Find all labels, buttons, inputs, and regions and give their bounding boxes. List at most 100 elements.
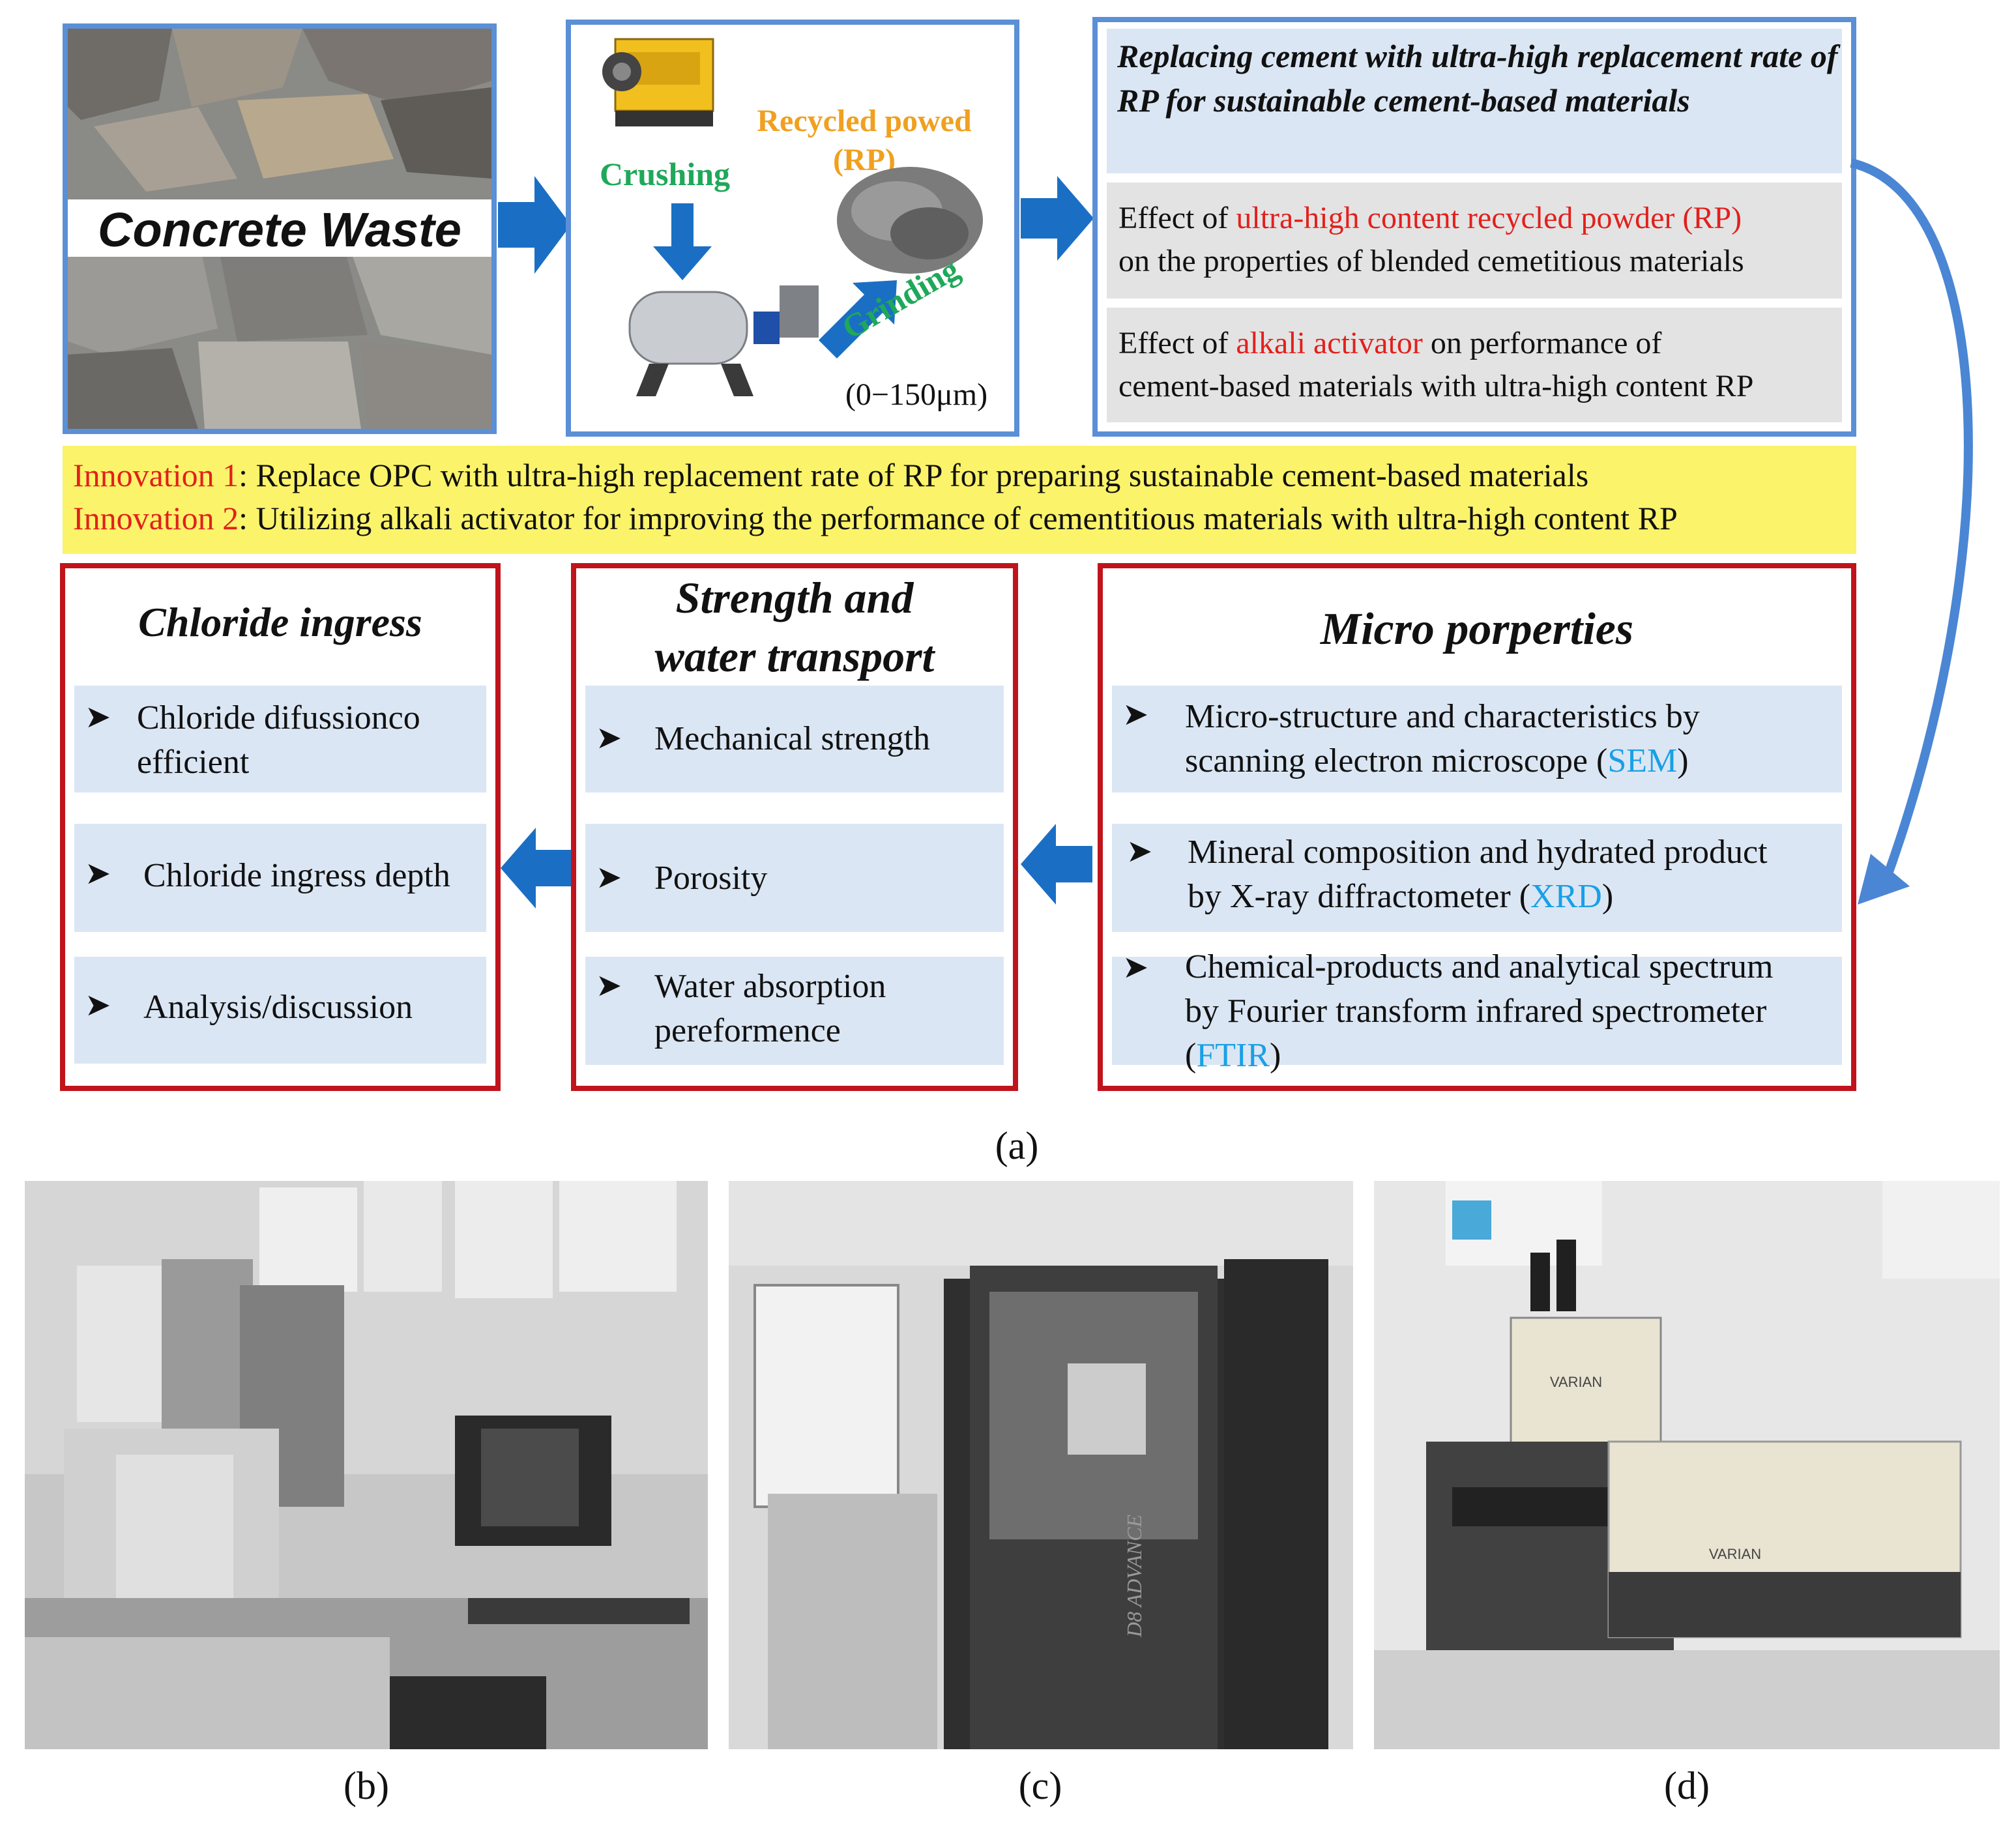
bullet-icon: ➤ [596, 968, 622, 1003]
strength-item-3-line2: pereformence [654, 1012, 841, 1049]
chloride-band-1 [74, 686, 486, 792]
micro-item-3-close: ) [1270, 1037, 1281, 1074]
chloride-item-1-line1: Chloride difussionco [137, 699, 420, 736]
arrow-left-icon [1021, 824, 1092, 905]
concrete-waste-box: Concrete Waste [63, 23, 497, 434]
sem-photo-image [25, 1181, 708, 1749]
strength-box: Strength and water transport ➤ Mechanica… [571, 563, 1018, 1091]
concrete-waste-label-bg [68, 199, 491, 257]
sem-photo [25, 1181, 708, 1749]
innovation-banner [63, 446, 1856, 554]
arrow-right-icon [1021, 176, 1094, 261]
curved-arrow-icon [1850, 158, 1973, 905]
effect-rp-highlight: ultra-high content recycled powder (RP) [1236, 201, 1742, 235]
micro-item-3-open: ( [1185, 1037, 1197, 1074]
effect-rp-prefix: Effect of [1118, 201, 1236, 235]
strength-item-1: Mechanical strength [654, 720, 931, 757]
process-box: Recycled powed (RP) Crushing Grinding (0… [566, 20, 1019, 437]
strength-band-2 [585, 824, 1004, 932]
bullet-icon: ➤ [1122, 697, 1149, 732]
varian-logo-1: VARIAN [1549, 1374, 1603, 1390]
concrete-waste-label: Concrete Waste [98, 203, 461, 257]
objective-title: Replacing cement with ultra-high replace… [1117, 38, 1838, 119]
bullet-icon: ➤ [1126, 834, 1153, 869]
micro-title: Micro porperties [1320, 604, 1634, 654]
micro-item-1: Micro-structure and characteristics by s… [1185, 695, 1700, 783]
caption-d: (d) [1664, 1764, 1710, 1807]
arrow-up-right-icon [819, 280, 897, 358]
micro-band-3 [1112, 957, 1842, 1065]
xrd-photo-image [729, 1181, 1353, 1749]
strength-item-3-line1: Water absorption [654, 968, 886, 1005]
bullet-icon: ➤ [1122, 950, 1149, 985]
chloride-band-2 [74, 824, 486, 932]
effect-rp-text: Effect of ultra-high content recycled po… [1118, 197, 1842, 283]
innovation-2-label: Innovation 2 [73, 500, 239, 536]
chloride-item-1-line2: efficient [137, 744, 250, 781]
micro-item-3-line1: Chemical-products and analytical spectru… [1185, 948, 1774, 985]
chloride-title: Chloride ingress [138, 599, 422, 645]
micro-item-2-close: ) [1601, 878, 1614, 915]
micro-item-2-line2: by X-ray diffractometer ( [1188, 878, 1531, 915]
effect-alkali-band [1107, 308, 1842, 422]
crushing-label: Crushing [599, 156, 731, 192]
caption-c: (c) [1018, 1764, 1062, 1807]
arrow-right-icon [498, 176, 571, 274]
bullet-icon: ➤ [596, 721, 622, 755]
strength-title-line1: Strength and [675, 573, 914, 622]
micro-item-3-abbr: FTIR [1196, 1037, 1270, 1074]
chloride-box: Chloride ingress ➤ Chloride difussionco … [60, 563, 501, 1091]
strength-item-3: Water absorption pereformence [654, 965, 886, 1053]
bullet-icon: ➤ [85, 988, 111, 1023]
ftir-photo-image [1374, 1181, 2000, 1749]
ftir-photo: VARIAN VARIAN [1374, 1181, 2000, 1749]
strength-item-2: Porosity [654, 860, 768, 897]
jaw-crusher-image [602, 38, 714, 126]
recycled-powder-image [837, 167, 983, 274]
ball-mill-image [628, 285, 819, 396]
strength-title-line2: water transport [654, 632, 935, 681]
xrd-model-label: D8 ADVANCE [1122, 1514, 1146, 1637]
innovation-1-text: : Replace OPC with ultra-high replacemen… [239, 457, 1589, 493]
innovation-2: Innovation 2: Utilizing alkali activator… [73, 495, 1852, 541]
micro-item-1-close: ) [1677, 742, 1689, 779]
micro-band-1 [1112, 686, 1842, 792]
strength-title: Strength and water transport [576, 568, 1013, 686]
arrow-left-icon [501, 828, 572, 909]
concrete-waste-photo [68, 29, 491, 429]
bullet-icon: ➤ [85, 856, 111, 891]
micro-box: Micro porperties ➤ Micro-structure and c… [1098, 563, 1856, 1091]
innovation-2-text: : Utilizing alkali activator for improvi… [239, 500, 1678, 536]
effect-alkali-text: Effect of alkali activator on performanc… [1118, 322, 1842, 408]
chloride-item-1: Chloride difussionco efficient [137, 696, 420, 785]
caption-a: (a) [995, 1124, 1039, 1167]
objective-title-band [1107, 29, 1842, 173]
chloride-item-3: Analysis/discussion [143, 989, 413, 1026]
recycled-powder-line1: Recycled powed [757, 104, 972, 138]
micro-item-3: Chemical-products and analytical spectru… [1185, 945, 1773, 1078]
xrd-photo: D8 ADVANCE [729, 1181, 1353, 1749]
bullet-icon: ➤ [85, 700, 111, 734]
arrow-down-icon [653, 203, 712, 280]
varian-logo-2: VARIAN [1708, 1546, 1762, 1562]
effect-alkali-highlight: alkali activator [1236, 326, 1423, 360]
micro-item-1-abbr: SEM [1607, 742, 1678, 779]
innovation-1-label: Innovation 1 [73, 457, 239, 493]
micro-item-1-line1: Micro-structure and characteristics by [1185, 698, 1700, 735]
strength-band-1 [585, 686, 1004, 792]
effect-alkali-suffix2: cement-based materials with ultra-high c… [1118, 369, 1754, 403]
caption-b: (b) [343, 1764, 389, 1807]
micro-item-3-line2: by Fourier transform infrared spectromet… [1185, 993, 1767, 1030]
chloride-item-2: Chloride ingress depth [143, 857, 450, 894]
objective-box: Replacing cement with ultra-high replace… [1092, 17, 1856, 437]
effect-rp-suffix: on the properties of blended cemetitious… [1118, 244, 1744, 278]
micro-band-2 [1112, 824, 1842, 932]
bullet-icon: ➤ [596, 860, 622, 895]
strength-band-3 [585, 957, 1004, 1065]
effect-alkali-prefix: Effect of [1118, 326, 1236, 360]
micro-item-2: Mineral composition and hydrated product… [1188, 830, 1768, 919]
innovation-1: Innovation 1: Replace OPC with ultra-hig… [73, 452, 1852, 498]
effect-rp-band [1107, 182, 1842, 298]
micro-item-2-abbr: XRD [1530, 878, 1602, 915]
micro-item-2-line1: Mineral composition and hydrated product [1188, 834, 1768, 871]
